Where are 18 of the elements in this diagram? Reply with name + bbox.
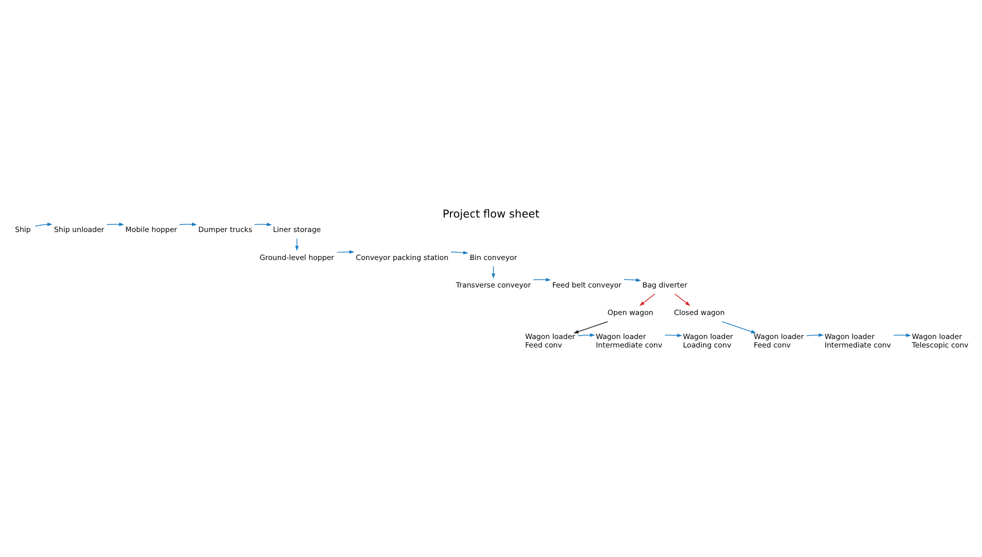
- diagram-title: Project flow sheet: [442, 207, 540, 220]
- arrow: [674, 294, 690, 306]
- arrow: [34, 222, 52, 227]
- arrow: [179, 222, 197, 226]
- arrow: [254, 222, 272, 226]
- arrow: [533, 278, 551, 282]
- arrow: [295, 238, 299, 251]
- arrow: [106, 222, 124, 226]
- arrow: [893, 333, 912, 338]
- arrow: [639, 294, 656, 306]
- arrow: [722, 321, 756, 334]
- arrow: [806, 333, 824, 337]
- arrow: [450, 250, 468, 254]
- arrow: [577, 333, 596, 337]
- arrow: [664, 334, 682, 338]
- arrow: [624, 278, 642, 282]
- arrow: [336, 250, 354, 254]
- arrow: [573, 321, 608, 334]
